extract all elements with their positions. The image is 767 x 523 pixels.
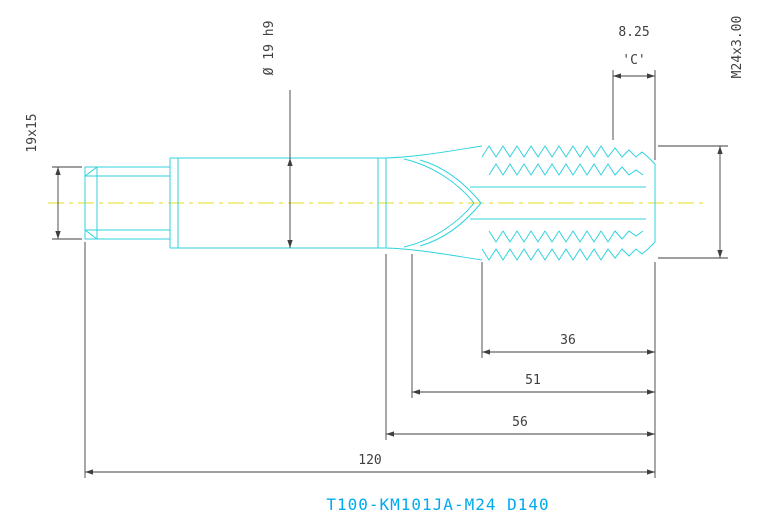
flute-length-label: 51 <box>525 373 541 388</box>
shank-step-lines <box>169 158 179 248</box>
thread-profile-top <box>481 145 656 165</box>
neck-outline-bottom <box>385 247 483 261</box>
square-dim-label: 19x15 <box>25 113 40 152</box>
dimension-lines <box>52 70 728 478</box>
dimension-labels: 19x15 Ø 19 h9 8.25 'C' M24x3.00 36 51 56… <box>25 16 745 468</box>
flute-runout-curve-2 <box>419 159 482 247</box>
thread-profile-bottom <box>481 241 656 261</box>
flute-runout-curve-1 <box>403 158 475 248</box>
square-corner-chamfers <box>84 166 98 240</box>
square-drive-section <box>84 166 171 240</box>
shank-section <box>170 157 386 249</box>
neck-outline-top <box>385 145 483 159</box>
drawing-title: T100-KM101JA-M24 D140 <box>326 495 549 514</box>
flute-channel-edges <box>470 186 646 220</box>
thread-inner-row-top <box>488 163 644 176</box>
chamfer-length-label: 8.25 <box>618 25 649 40</box>
square-flat-edges <box>85 175 170 231</box>
thread-spec-label: M24x3.00 <box>730 16 745 79</box>
overall-length-label: 120 <box>358 453 381 468</box>
thread-length-label: 36 <box>560 333 576 348</box>
tap-geometry <box>84 145 656 261</box>
chamfer-ref-label: 'C' <box>622 53 645 68</box>
neck-groove-lines <box>377 158 387 248</box>
thread-inner-row-bottom <box>488 230 644 243</box>
shank-diameter-label: Ø 19 h9 <box>262 21 277 76</box>
front-length-label: 56 <box>512 415 528 430</box>
